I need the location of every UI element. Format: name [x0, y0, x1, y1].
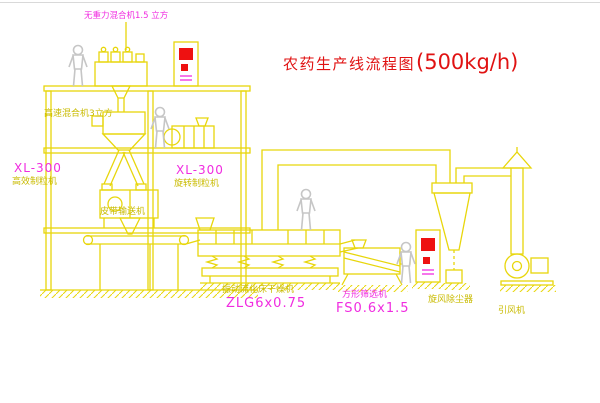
dryer-ground-hatch: [200, 283, 340, 290]
label-dryer-model: ZLG6x0.75: [226, 296, 307, 311]
control-cabinet-right: [415, 229, 441, 283]
window-top-edge: [0, 2, 600, 3]
induced-draft-fan: [500, 253, 554, 286]
label-gravity-mixer: 无重力混合机1.5 立方: [84, 11, 169, 21]
fan-ground-hatch: [500, 285, 556, 292]
cyclone-separator: [431, 182, 473, 284]
cabinet-ground-hatch: [412, 282, 444, 289]
diagram-title: 农药生产线流程图 (500kg/h): [283, 50, 518, 74]
square-sieve: [339, 239, 411, 286]
cyclone-outlet-duct: [455, 167, 511, 183]
label-sieve-name: 方形筛选机: [342, 290, 388, 300]
label-granulator-name-center: 旋转制粒机: [174, 179, 220, 189]
diagram-title-text: 农药生产线流程图: [283, 55, 416, 73]
label-granulator-model-center: XL-300: [176, 163, 224, 177]
label-cyclone: 旋风除尘器: [428, 295, 474, 305]
cyclone-ground-hatch: [440, 283, 470, 290]
label-belt-conveyor: 皮带输送机: [100, 207, 146, 217]
label-high-speed-mixer: 高速混合机3立方: [44, 109, 113, 119]
rotary-granulator: [163, 117, 215, 149]
control-cabinet-top: [173, 41, 199, 87]
belt-conveyor: [82, 234, 201, 290]
exhaust-stack: [501, 147, 533, 255]
label-granulator-model-left: XL-300: [14, 161, 62, 175]
sieve-ground-hatch: [338, 285, 408, 292]
high-speed-mixer: [91, 111, 147, 187]
exhaust-duct: [261, 149, 451, 230]
worker-figure-dryer: [296, 188, 316, 231]
diagram-title-capacity: (500kg/h): [416, 50, 519, 74]
label-fan: 引风机: [498, 306, 526, 316]
ground-hatch: [40, 290, 258, 298]
label-granulator-name-left: 高效制粒机: [12, 177, 58, 187]
gravity-mixer: [94, 22, 148, 112]
label-dryer-name: 振动流化床干燥机: [222, 285, 295, 295]
worker-figure-roof: [68, 44, 88, 87]
granulator: [99, 183, 159, 235]
label-sieve-model: FS0.6x1.5: [336, 301, 410, 316]
